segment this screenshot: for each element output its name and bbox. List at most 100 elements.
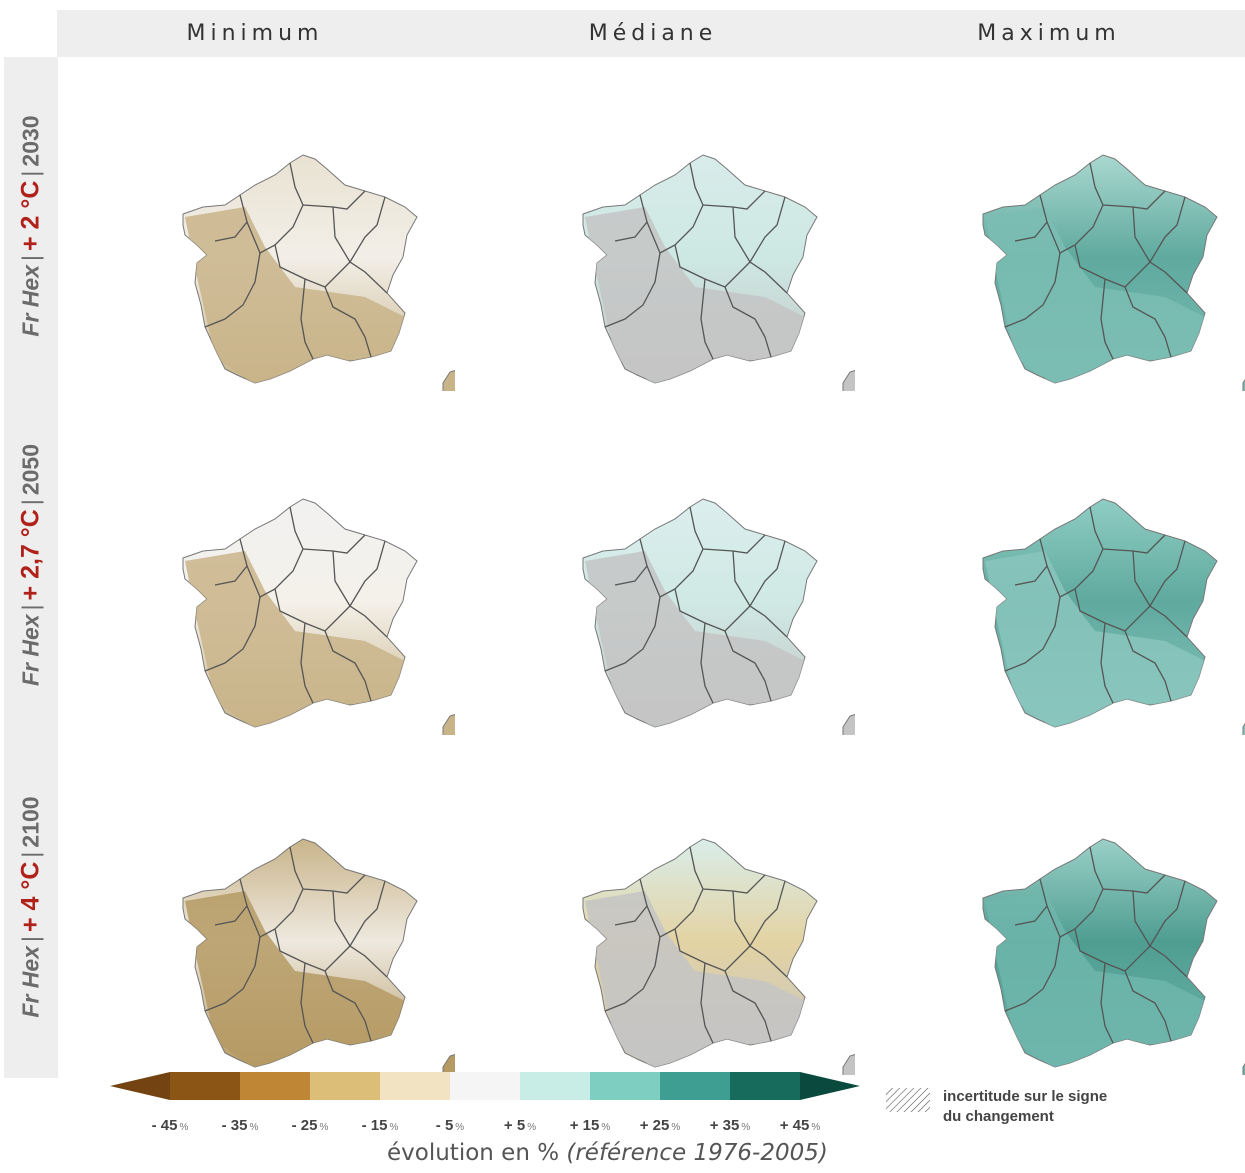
region-border: [1089, 506, 1166, 554]
region-border: [1100, 962, 1114, 1044]
region-border: [300, 278, 314, 360]
region-border: [749, 540, 786, 607]
region-border: [614, 538, 648, 586]
row-header-2030: Fr Hex|+ 2 °C|2030: [4, 57, 58, 394]
map-panel-minimum-2030: [65, 57, 455, 391]
france-map: [182, 498, 455, 735]
map-region-shading: [185, 207, 405, 383]
legend: [110, 1072, 930, 1112]
region-border: [324, 630, 372, 702]
region-border: [204, 596, 261, 672]
color-scale-tick: + 45%: [779, 1117, 821, 1134]
france-map: [582, 838, 855, 1075]
map-region-shading: [985, 551, 1205, 727]
row-header-2050: Fr Hex|+ 2,7 °C|2050: [4, 394, 58, 735]
color-scale-tick: + 35%: [709, 1117, 751, 1134]
region-border: [700, 962, 714, 1044]
corsica: [842, 370, 855, 391]
map-panel-mediane-2050: [465, 401, 855, 735]
region-border: [324, 970, 372, 1042]
region-border: [1124, 970, 1172, 1042]
region-border: [689, 162, 766, 210]
region-border: [300, 962, 314, 1044]
region-border: [289, 162, 366, 210]
region-border: [1149, 880, 1186, 947]
region-border: [1124, 286, 1172, 358]
region-border: [214, 194, 248, 242]
map-panel-maximum-2030: [865, 57, 1245, 391]
row-header-2100: Fr Hex|+ 4 °C|2100: [4, 735, 58, 1078]
region-border: [1149, 196, 1186, 263]
column-header-bar: Minimum Médiane Maximum: [57, 10, 1245, 57]
region-border: [1100, 278, 1114, 360]
france-map: [582, 498, 855, 735]
color-scale-swatch: [310, 1072, 380, 1100]
corsica: [842, 1054, 855, 1075]
column-header-maximum: Maximum: [977, 21, 1121, 46]
region-border: [324, 286, 372, 358]
region-border: [289, 506, 366, 554]
region-border: [1004, 596, 1061, 672]
region-border: [724, 630, 772, 702]
map-panel-minimum-2050: [65, 401, 455, 735]
region-border: [349, 880, 386, 947]
region-border: [700, 622, 714, 704]
france-map: [982, 154, 1245, 391]
color-scale-swatch: [520, 1072, 590, 1100]
region-border: [614, 878, 648, 926]
region-border: [724, 970, 772, 1042]
region-border: [1004, 936, 1061, 1012]
france-map: [582, 154, 855, 391]
region-border: [1089, 846, 1166, 894]
region-border: [689, 506, 766, 554]
region-border: [689, 846, 766, 894]
color-scale-tick: + 5%: [503, 1117, 537, 1134]
france-map: [182, 154, 455, 391]
color-scale-swatch: [730, 1072, 800, 1100]
color-scale-tick: - 15%: [361, 1117, 399, 1134]
map-region-shading: [185, 551, 405, 727]
hatch-swatch: [886, 1088, 930, 1112]
region-border: [204, 252, 261, 328]
column-header-mediane: Médiane: [588, 21, 718, 46]
france-map: [982, 838, 1245, 1075]
region-border: [604, 252, 661, 328]
color-scale-title: évolution en % (référence 1976-2005): [387, 1140, 828, 1166]
map-panel-maximum-2100: [865, 741, 1245, 1075]
map-panel-minimum-2100: [65, 741, 455, 1075]
region-border: [604, 596, 661, 672]
region-border: [614, 194, 648, 242]
corsica: [442, 714, 455, 735]
row-label: Fr Hex|+ 4 °C|2100: [16, 795, 45, 1018]
column-header-minimum: Minimum: [186, 21, 324, 46]
region-border: [1089, 162, 1166, 210]
row-label: Fr Hex|+ 2 °C|2030: [16, 114, 45, 337]
corsica: [442, 370, 455, 391]
map-region-shading: [585, 207, 805, 383]
row-label: Fr Hex|+ 2,7 °C|2050: [16, 443, 45, 686]
region-border: [749, 880, 786, 947]
region-border: [1100, 622, 1114, 704]
region-border: [1149, 540, 1186, 607]
color-scale-swatch: [590, 1072, 660, 1100]
france-map: [182, 838, 455, 1075]
color-scale-swatch: [660, 1072, 730, 1100]
region-border: [1014, 538, 1048, 586]
corsica: [442, 1054, 455, 1075]
region-border: [214, 878, 248, 926]
region-border: [349, 196, 386, 263]
region-border: [214, 538, 248, 586]
color-scale-tick: - 35%: [221, 1117, 259, 1134]
color-scale-tick: - 45%: [151, 1117, 189, 1134]
hatch-legend-label: incertitude sur le signe du changement: [943, 1088, 1108, 1125]
region-border: [349, 540, 386, 607]
region-border: [1014, 194, 1048, 242]
map-region-shading: [585, 891, 805, 1067]
map-panel-mediane-2030: [465, 57, 855, 391]
region-border: [1004, 252, 1061, 328]
map-region-shading: [185, 891, 405, 1067]
map-region-shading: [985, 891, 1205, 1067]
map-panel-mediane-2100: [465, 741, 855, 1075]
region-border: [724, 286, 772, 358]
color-scale-swatch: [170, 1072, 240, 1100]
